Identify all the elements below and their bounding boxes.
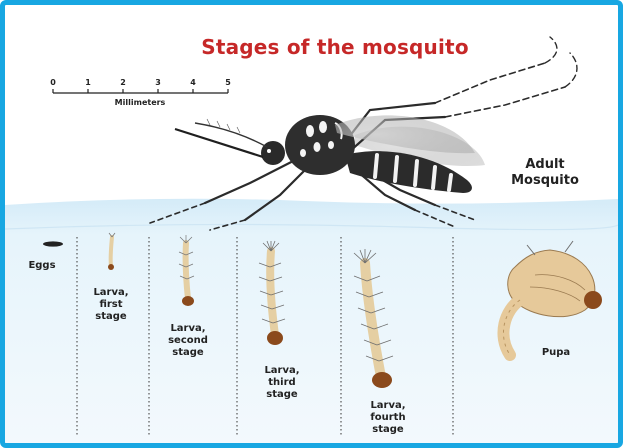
stage-label-larva-fourth: Larva, fourth stage [355, 400, 421, 436]
stage-label-larva-third-line-3: stage [249, 389, 315, 401]
scale-tick-2: 2 [120, 78, 126, 87]
scale-unit-label: Millimeters [115, 98, 166, 107]
adult-label-line-1: Adult [500, 157, 590, 173]
stage-label-larva-fourth-line-3: stage [355, 424, 421, 436]
stage-label-larva-second: Larva, second stage [155, 323, 221, 359]
stage-label-larva-third-line-1: Larva, [249, 365, 315, 377]
stage-label-larva-fourth-line-2: fourth [355, 412, 421, 424]
stage-label-larva-first: Larva, first stage [81, 287, 141, 323]
stage-label-larva-first-line-3: stage [81, 311, 141, 323]
scale-bar-icon [53, 89, 228, 93]
scale-tick-3: 3 [155, 78, 161, 87]
stage-label-larva-second-line-1: Larva, [155, 323, 221, 335]
stage-label-pupa: Pupa [531, 347, 581, 359]
stage-label-larva-first-line-2: first [81, 299, 141, 311]
stage-label-eggs: Eggs [17, 260, 67, 272]
stage-label-larva-third: Larva, third stage [249, 365, 315, 401]
stage-label-eggs-line-1: Eggs [17, 260, 67, 272]
scale-tick-4: 4 [190, 78, 196, 87]
stage-label-larva-fourth-line-1: Larva, [355, 400, 421, 412]
scale-tick-5: 5 [225, 78, 231, 87]
stage-label-larva-second-line-3: stage [155, 347, 221, 359]
adult-mosquito-label: Adult Mosquito [500, 157, 590, 189]
stage-label-larva-third-line-2: third [249, 377, 315, 389]
stage-label-larva-second-line-2: second [155, 335, 221, 347]
page-title: Stages of the mosquito [155, 35, 515, 59]
scale-tick-1: 1 [85, 78, 91, 87]
scale-tick-0: 0 [50, 78, 56, 87]
stage-label-larva-first-line-1: Larva, [81, 287, 141, 299]
adult-label-line-2: Mosquito [500, 173, 590, 189]
stage-label-pupa-line-1: Pupa [531, 347, 581, 359]
eggs-icon [43, 241, 63, 246]
